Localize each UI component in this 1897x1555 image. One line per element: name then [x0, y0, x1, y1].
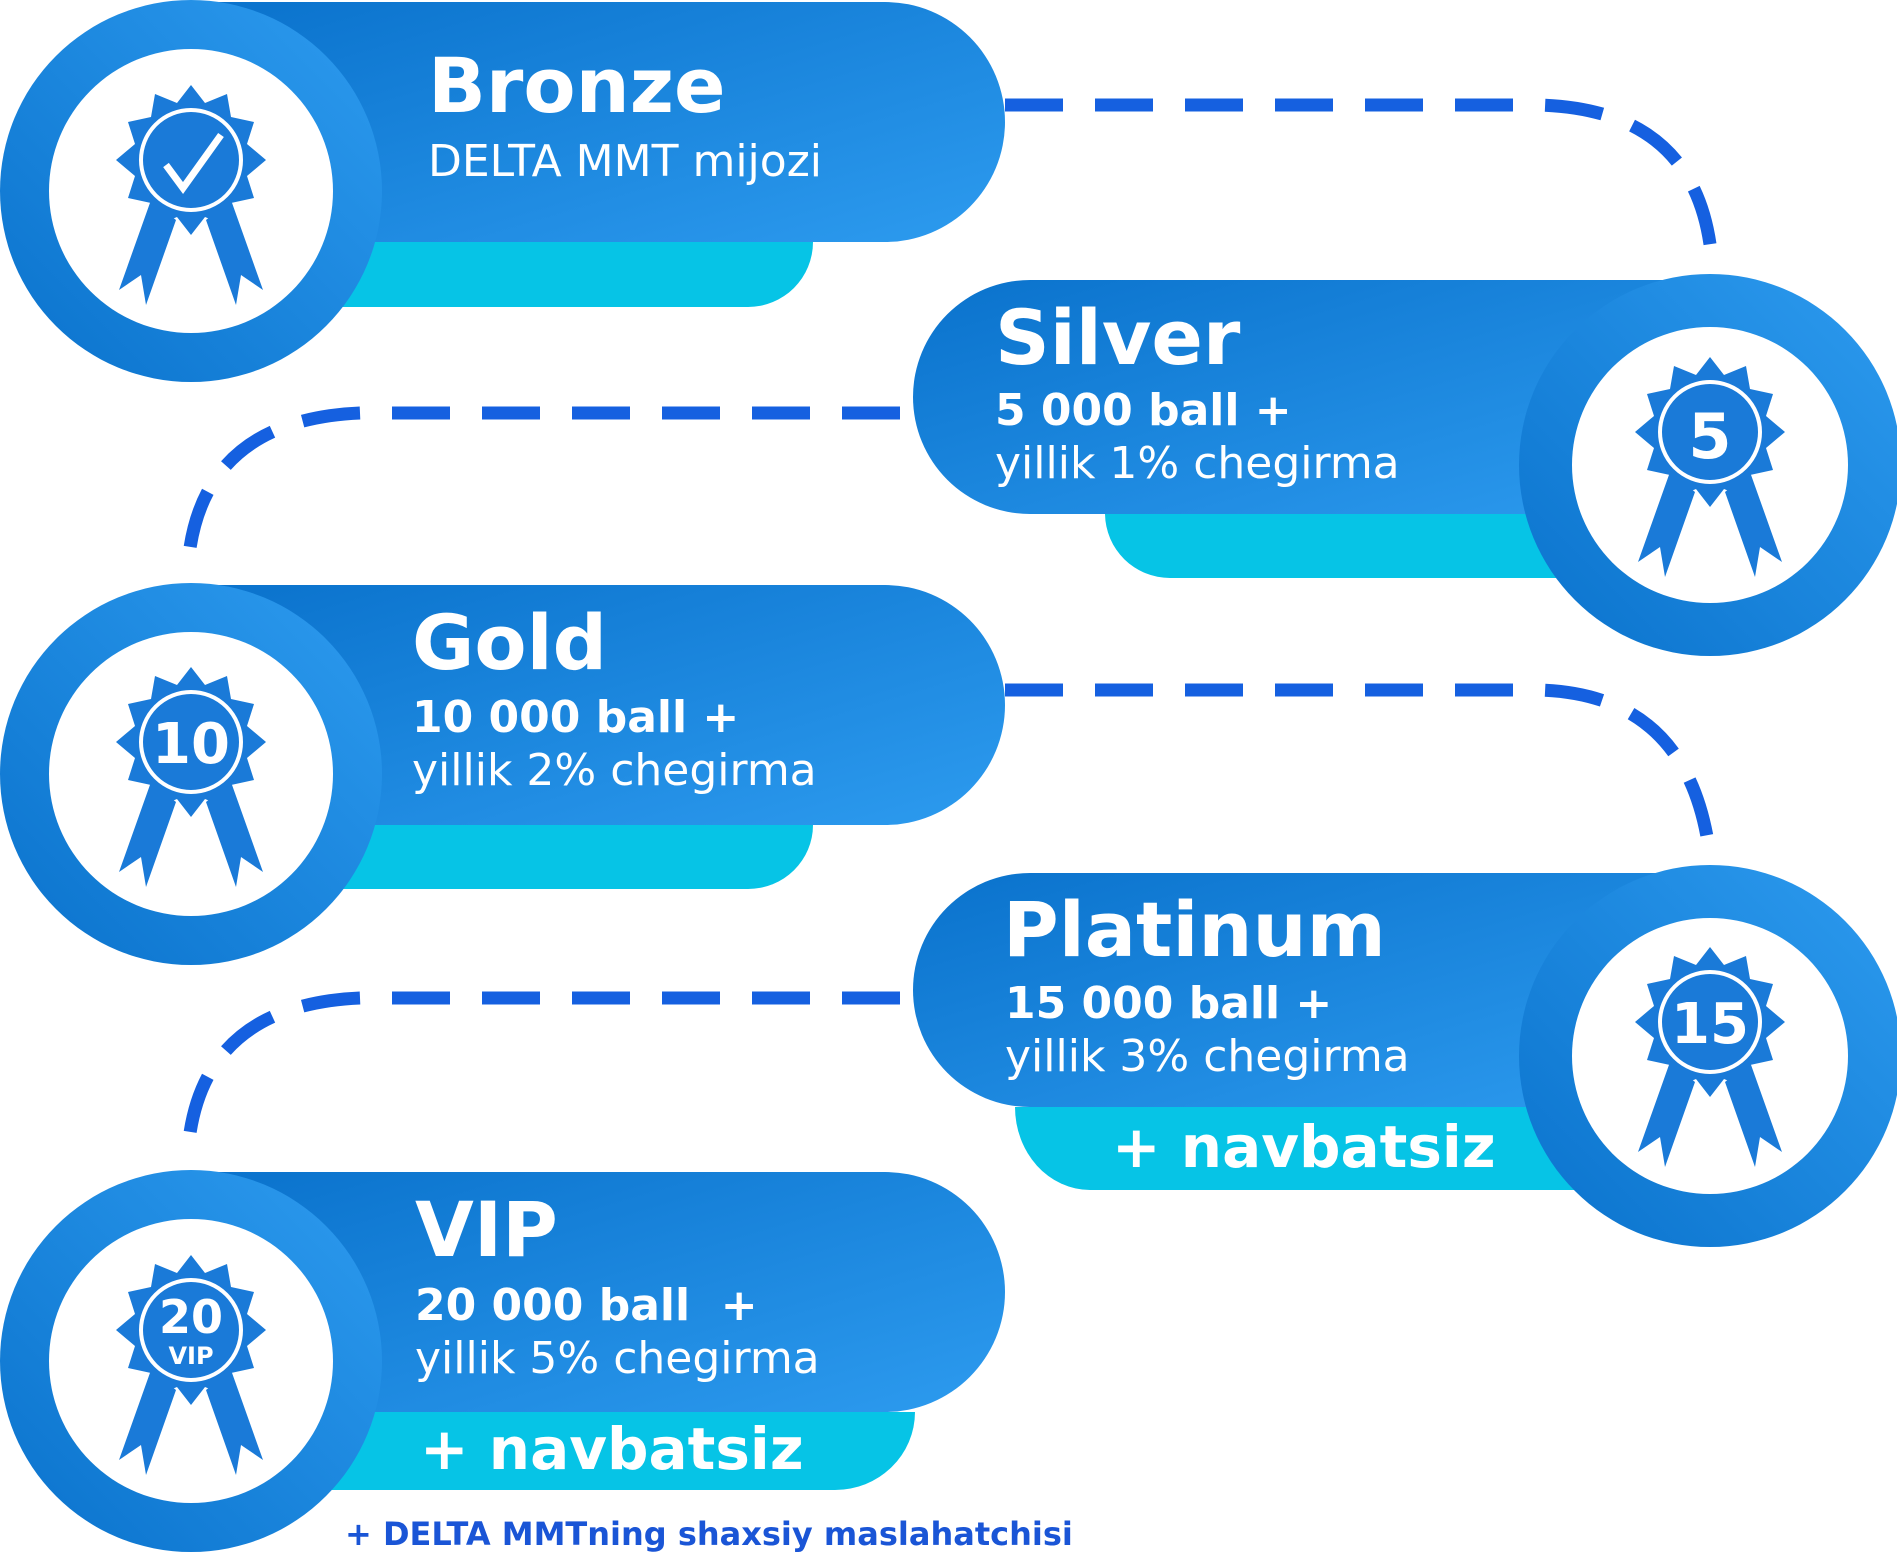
tier-gold-shape — [0, 583, 1005, 965]
badge-number: 5 — [1688, 400, 1732, 473]
rosette-check-icon — [114, 83, 268, 307]
badge-number: 15 — [1671, 992, 1749, 1057]
tier-silver-shape — [913, 274, 1897, 656]
tier-extra-benefit: + navbatsiz — [1112, 1113, 1496, 1181]
tier-discount: yillik 3% chegirma — [1005, 1031, 1410, 1082]
tier-points: 20 000 ball + — [415, 1280, 758, 1331]
tier-platinum-shape — [913, 865, 1897, 1247]
tier-title: Gold — [412, 598, 608, 687]
tier-title: Silver — [995, 293, 1241, 382]
tier-points: 5 000 ball + — [995, 385, 1292, 436]
tier-title: Bronze — [428, 41, 726, 130]
tier-points: 15 000 ball + — [1005, 978, 1333, 1029]
tier-bronze-shape — [0, 0, 1005, 382]
tier-title: VIP — [415, 1185, 558, 1274]
tier-discount: yillik 1% chegirma — [995, 438, 1400, 489]
tier-extra-benefit: + navbatsiz — [420, 1415, 804, 1483]
badge-sublabel: VIP — [168, 1342, 214, 1370]
tier-title: Platinum — [1003, 885, 1386, 974]
tier-points: 10 000 ball + — [412, 692, 740, 743]
badge-number: 20 — [158, 1290, 223, 1344]
tier-discount: yillik 2% chegirma — [412, 745, 817, 796]
tier-vip-shape — [0, 1170, 1005, 1552]
badge-number: 10 — [152, 712, 230, 777]
vip-footer-note: + DELTA MMTning shaxsiy maslahatchisi — [345, 1515, 1073, 1553]
tier-description: DELTA MMT mijozi — [428, 136, 823, 187]
dashed-connectors — [181, 98, 1719, 1151]
tier-discount: yillik 5% chegirma — [415, 1333, 820, 1384]
